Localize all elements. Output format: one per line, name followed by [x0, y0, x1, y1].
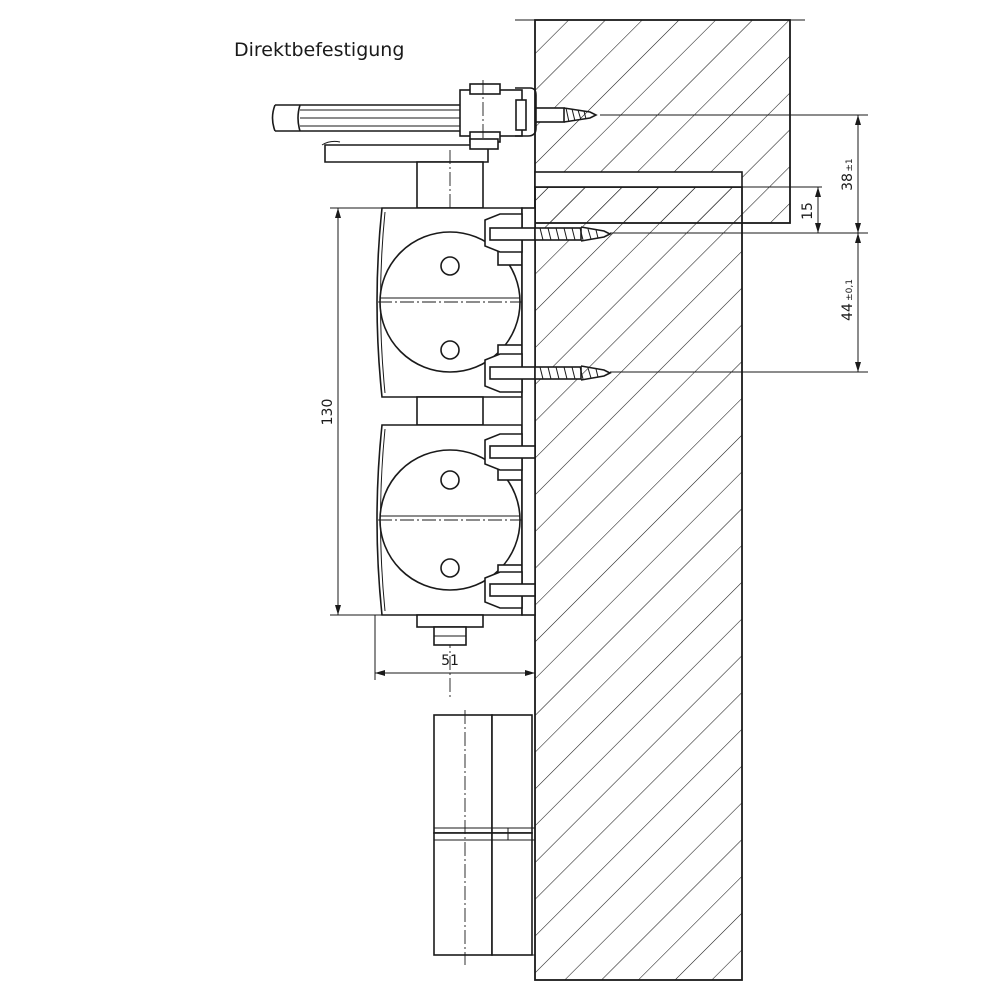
- adjustment-valve: [416, 614, 484, 646]
- closer-arm: [271, 80, 537, 163]
- dimension-label-51: 51: [441, 653, 459, 669]
- mounting-plate: [521, 207, 536, 616]
- lintel-screw: [535, 107, 598, 123]
- closer-link: [416, 396, 484, 426]
- door-leaf: [534, 171, 743, 981]
- dimension-tolerance-38: ±1: [845, 158, 855, 171]
- hinge-block: [433, 710, 535, 965]
- closer-body-upper: [376, 207, 523, 398]
- drawing-title: Direktbefestigung: [234, 39, 404, 61]
- dimension-tolerance-44: ±0,1: [845, 279, 855, 301]
- dimension-label-130: 130: [320, 399, 336, 426]
- dimension-right: 38 ±1 15 44 ±0,1: [600, 114, 868, 373]
- dimension-label-38: 38: [840, 173, 856, 191]
- closer-body-lower: [376, 424, 523, 616]
- dimension-label-44: 44: [840, 303, 856, 321]
- dimension-51: 51: [374, 615, 536, 680]
- fixing-screws: [484, 213, 612, 609]
- dimension-130: 130: [320, 207, 382, 616]
- dimension-label-15: 15: [800, 202, 816, 220]
